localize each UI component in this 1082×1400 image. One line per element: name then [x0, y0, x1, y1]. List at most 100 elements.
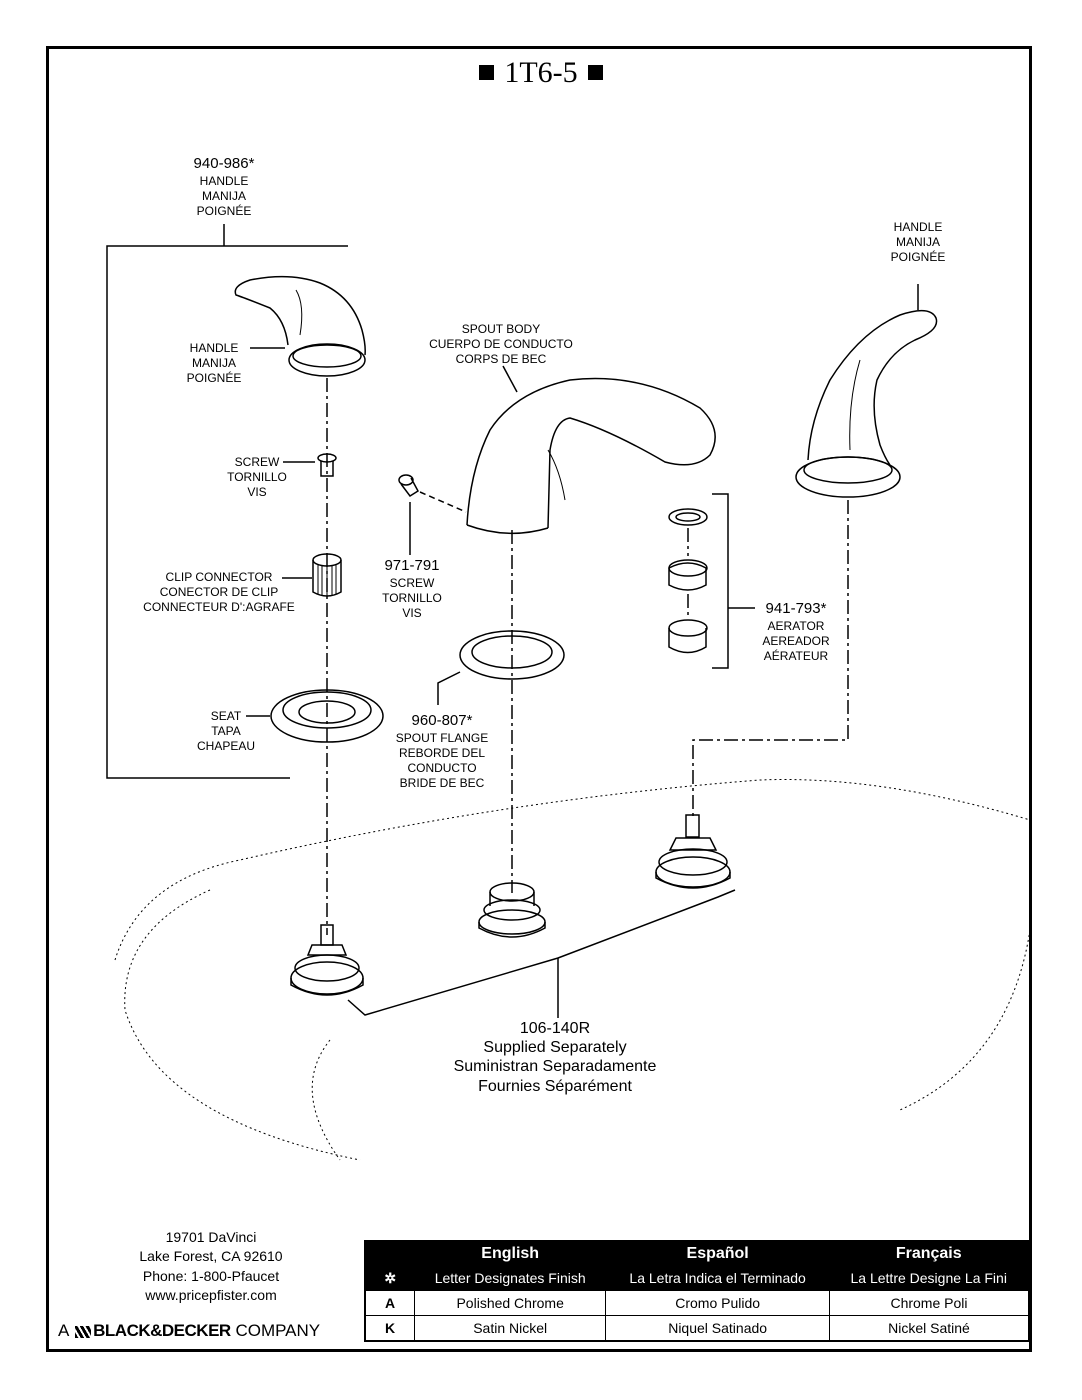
label-es: MANIJA — [895, 235, 940, 249]
spout-flange-drawing — [459, 630, 565, 680]
left-handle-drawing — [234, 275, 366, 377]
model-number: 1T6-5 — [504, 56, 578, 89]
subheader-espanol: La Letra Indica el Terminado — [605, 1266, 830, 1291]
finish-english: Satin Nickel — [413, 1315, 607, 1342]
finish-table-subheader: ✲ Letter Designates Finish La Letra Indi… — [365, 1266, 1029, 1291]
title-bullet-left — [479, 64, 495, 80]
label-en: SEAT — [210, 709, 242, 723]
label-en: HANDLE — [199, 173, 249, 188]
finish-table-header: English Español Français — [365, 1241, 1029, 1266]
label-handle-right: HANDLE MANIJA POIGNÉE — [880, 220, 956, 265]
part-number: 940-986* — [193, 155, 255, 172]
subheader-english: Letter Designates Finish — [414, 1266, 606, 1291]
label-es: TAPA — [211, 724, 241, 738]
header-francais: Français — [829, 1241, 1029, 1266]
label-screw-spout: 971-791 SCREW TORNILLO VIS — [370, 557, 454, 621]
finish-letter: K — [364, 1315, 415, 1342]
spout-valve-drawing — [478, 882, 546, 938]
label-en: HANDLE — [189, 341, 239, 355]
part-number: 960-807* — [411, 712, 473, 729]
header-english: English — [414, 1241, 606, 1266]
left-screw-drawing — [317, 453, 337, 477]
part-number: 941-793* — [765, 600, 827, 617]
brand-name: BLACK&DECKER — [93, 1321, 231, 1340]
label-spout-flange: 960-807* SPOUT FLANGE REBORDE DEL CONDUC… — [386, 712, 498, 791]
spout-screw-drawing — [398, 474, 419, 498]
company-address: 19701 DaVinci Lake Forest, CA 92610 Phon… — [96, 1228, 326, 1305]
label-seat: SEAT TAPA CHAPEAU — [186, 709, 266, 754]
right-valve-drawing — [655, 814, 731, 889]
label-fr: POIGNÉE — [196, 203, 252, 218]
label-en: SCREW — [234, 455, 280, 469]
label-es: MANIJA — [191, 356, 236, 370]
table-row: K Satin Nickel Niquel Satinado Nickel Sa… — [364, 1315, 1030, 1342]
label-fr: VIS — [247, 485, 267, 499]
asterisk-icon: ✲ — [365, 1266, 415, 1291]
finish-francais: Nickel Satiné — [828, 1315, 1030, 1342]
label-valves: 106-140R Supplied Separately Suministran… — [432, 1019, 678, 1096]
label-en: HANDLE — [893, 220, 943, 234]
label-es: AEREADOR — [762, 633, 830, 648]
address-line-1: 19701 DaVinci — [165, 1229, 257, 1245]
finish-francais: Chrome Poli — [828, 1290, 1030, 1316]
header-espanol: Español — [605, 1241, 830, 1266]
label-es: REBORDE DEL — [398, 745, 486, 760]
address-line-2: Lake Forest, CA 92610 — [139, 1248, 283, 1265]
part-number: 971-791 — [384, 557, 440, 574]
label-fr: CHAPEAU — [196, 739, 255, 753]
label-en: SPOUT BODY — [461, 322, 541, 336]
spout-body-drawing — [466, 377, 716, 535]
label-aerator: 941-793* AERATOR AEREADOR AÉRATEUR — [752, 600, 840, 664]
finish-espanol: Niquel Satinado — [605, 1315, 830, 1342]
label-es: MANIJA — [201, 188, 246, 203]
seat-drawing — [270, 689, 384, 743]
sink-outline — [114, 779, 1031, 1161]
aerator-bracket — [712, 493, 755, 669]
brand-prefix: A — [58, 1321, 69, 1340]
left-valve-drawing — [290, 924, 364, 996]
website: www.pricepfister.com — [145, 1286, 277, 1303]
header-blank — [365, 1241, 415, 1266]
label-en: SPOUT FLANGE — [395, 730, 489, 745]
label-fr: POIGNÉE — [186, 371, 242, 385]
page-border — [46, 46, 1032, 1352]
label-en: SCREW — [389, 575, 435, 590]
finish-english: Polished Chrome — [413, 1290, 607, 1316]
finish-espanol: Cromo Pulido — [605, 1290, 830, 1316]
label-es: Suministran Separadamente — [453, 1058, 657, 1076]
title-bullet-right — [587, 64, 603, 80]
valves-bracket — [347, 889, 736, 1016]
label-fr: VIS — [402, 605, 422, 620]
finish-table: English Español Français ✲ Letter Design… — [364, 1240, 1030, 1342]
label-fr: CONNECTEUR D':AGRAFE — [143, 600, 295, 614]
label-en: Supplied Separately — [483, 1039, 627, 1057]
part-number: 106-140R — [519, 1020, 591, 1037]
aerator-drawing — [668, 508, 708, 654]
subheader-francais: La Lettre Designe La Fini — [829, 1266, 1029, 1291]
right-centerline — [692, 500, 849, 818]
label-fr: POIGNÉE — [890, 250, 946, 264]
label-handle-kit: 940-986* HANDLE MANIJA POIGNÉE — [166, 155, 282, 219]
label-clip-connector: CLIP CONNECTOR CONECTOR DE CLIP CONNECTE… — [136, 570, 302, 615]
label-spout-body: SPOUT BODY CUERPO DE CONDUCTO CORPS DE B… — [416, 322, 586, 367]
right-handle-drawing — [795, 309, 938, 498]
label-es-cont: CONDUCTO — [407, 760, 477, 775]
brand-suffix: COMPANY — [235, 1321, 321, 1340]
label-screw-left: SCREW TORNILLO VIS — [219, 455, 295, 500]
finish-letter: A — [364, 1290, 415, 1316]
brand-logo-icon — [75, 1325, 92, 1338]
label-es: CONECTOR DE CLIP — [159, 585, 279, 599]
label-fr: Fournies Séparément — [478, 1077, 632, 1095]
model-title: 1T6-5 — [0, 56, 1082, 90]
label-en: CLIP CONNECTOR — [165, 570, 273, 584]
label-handle-left: HANDLE MANIJA POIGNÉE — [176, 341, 252, 386]
label-es: TORNILLO — [227, 470, 287, 484]
label-fr: BRIDE DE BEC — [399, 775, 485, 790]
handle-kit-bracket — [106, 245, 348, 779]
label-es: CUERPO DE CONDUCTO — [429, 337, 573, 351]
table-row: A Polished Chrome Cromo Pulido Chrome Po… — [364, 1290, 1030, 1316]
label-en: AERATOR — [767, 618, 825, 633]
clip-connector-drawing — [312, 553, 342, 597]
phone-number: Phone: 1-800-Pfaucet — [142, 1267, 280, 1284]
